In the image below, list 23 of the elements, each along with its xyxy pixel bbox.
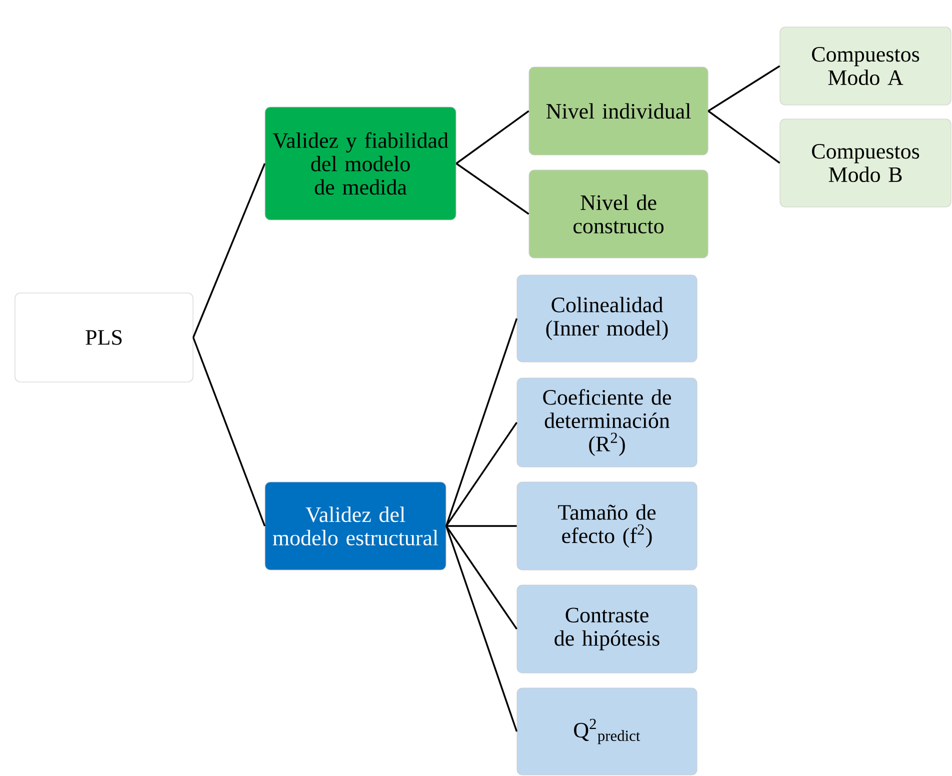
category-box: Validez del modelo estructural (264, 482, 446, 570)
connector-line (192, 163, 266, 338)
subcategory-box: Nivel individual (528, 66, 708, 156)
connector-line (456, 162, 530, 215)
connector-line (708, 110, 780, 164)
leaf-box: Compuestos Modo B (780, 118, 952, 208)
root-box: PLS (14, 292, 194, 382)
connector-line (446, 422, 518, 526)
connector-line (708, 65, 780, 112)
criterion-box: Contraste de hipótesis (516, 584, 698, 674)
connector-line (446, 525, 517, 527)
criterion-box: Q$^{2}$predict (516, 688, 698, 776)
connector-line (445, 526, 518, 732)
criterion-box: Tamaño de efecto (f$^{2}$) (516, 482, 698, 570)
criterion-box: Colinealidad (Inner model) (516, 274, 698, 362)
connector-line (446, 526, 518, 630)
subcategory-box: Nivel de constructo (528, 170, 708, 258)
leaf-box: Compuestos Modo A (780, 26, 952, 106)
criterion-box: Coeficiente de determinación (R$^{2}$) (516, 378, 698, 468)
connector-line (445, 318, 518, 526)
connector-line (456, 110, 530, 164)
connector-line (192, 337, 266, 526)
category-box: Validez y fiabilidad del modelo de medida (264, 106, 456, 220)
